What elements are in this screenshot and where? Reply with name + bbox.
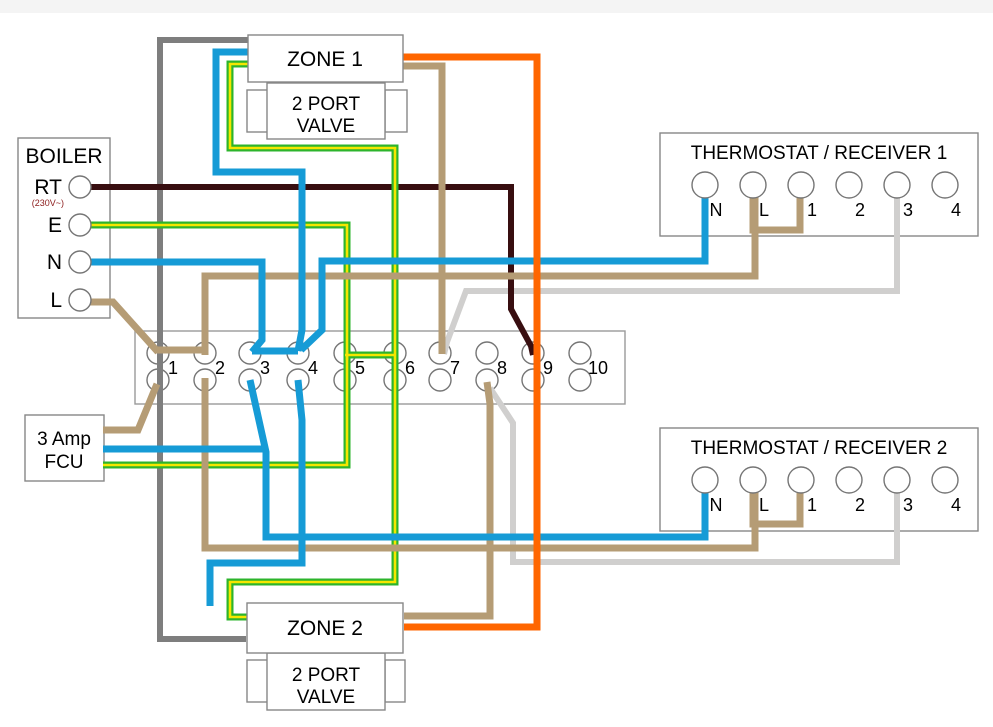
boiler-rt-voltage-note: (230V~)	[32, 198, 64, 208]
boiler-l-label: L	[50, 289, 62, 312]
terminal-label-7: 7	[450, 358, 460, 378]
wire-terminal2-to-receiver1-l	[201, 196, 759, 355]
terminal-label-10: 10	[588, 358, 608, 378]
terminal-label-4: 4	[308, 358, 318, 378]
wire-valve-orange-zone1-terminal9-zone2	[402, 53, 541, 631]
thermostat2-title: THERMOSTAT / RECEIVER 2	[691, 438, 948, 459]
terminal-label-8: 8	[497, 358, 507, 378]
valve2-right-tab	[384, 659, 406, 703]
wire-terminal3-to-receiver2-n	[246, 379, 709, 541]
thermostat2-label-3: 3	[903, 495, 913, 515]
zone2-group	[246, 602, 406, 711]
valve1-label-line2: VALVE	[297, 116, 355, 137]
terminal-label-6: 6	[405, 358, 415, 378]
thermostat1-terminals	[691, 171, 959, 199]
terminal-label-9: 9	[543, 358, 553, 378]
zone1-box	[247, 34, 404, 83]
thermostat2-label-4: 4	[951, 495, 961, 515]
wire-earth-core-1	[86, 223, 349, 360]
wire-earth-core-3	[228, 62, 397, 619]
wire-boiler-rt-to-terminal9	[86, 184, 536, 356]
zone2-box	[246, 602, 404, 654]
valve2-label-line1: 2 PORT	[292, 665, 361, 686]
wire-valve-grey-zone1-terminal1-zone2	[157, 37, 250, 642]
wire-valve1-n-to-terminal4	[212, 48, 306, 352]
valve2-left-tab	[246, 659, 269, 703]
boiler-rt-label: RT	[34, 176, 62, 199]
thermostat1-label-3: 3	[903, 200, 913, 220]
boiler-e-label: E	[48, 214, 62, 237]
fcu-label-line2: FCU	[44, 452, 83, 473]
thermostat2-terminals	[691, 466, 959, 494]
boiler-terminals	[68, 175, 92, 312]
thermostat1-label-1: 1	[807, 200, 817, 220]
thermostat2-label-l: L	[759, 495, 769, 515]
wire-valve1-brown-to-terminal7	[402, 62, 446, 354]
wires	[86, 37, 900, 642]
wire-terminal4-to-valve2-n	[206, 379, 306, 606]
wire-valve2-brown-to-terminal8	[404, 381, 494, 620]
wire-fcu-to-terminal1	[103, 382, 161, 434]
wire-boiler-n-to-terminal3	[86, 258, 266, 355]
valve1-label-line1: 2 PORT	[292, 94, 361, 115]
thermostat2-label-n: N	[710, 495, 723, 515]
wire-earth-core-4	[103, 350, 349, 467]
boiler-title: BOILER	[25, 145, 102, 168]
wire-receiver2-l-1-jumper	[749, 491, 804, 528]
valve1-left-tab	[246, 89, 269, 133]
boiler-terminal-n	[68, 250, 92, 274]
terminal-strip-box	[134, 330, 626, 405]
wire-receiver2-switch-to-terminal8	[487, 386, 900, 565]
boiler-terminal-rt	[68, 175, 92, 199]
thermostat1-label-l: L	[759, 200, 769, 220]
valve2-box	[266, 652, 386, 711]
thermostat2-label-1: 1	[807, 495, 817, 515]
boiler-n-label: N	[47, 251, 62, 274]
wire-terminal4-to-receiver1-n	[298, 196, 709, 353]
zone2-title: ZONE 2	[287, 617, 363, 640]
fcu-label-line1: 3 Amp	[37, 429, 91, 450]
valve1-right-tab	[384, 89, 408, 133]
wire-receiver1-l-1-jumper	[749, 196, 804, 234]
thermostat1-label-n: N	[710, 200, 723, 220]
valve1-box	[266, 82, 386, 140]
terminal-label-5: 5	[355, 358, 365, 378]
terminal-label-1: 1	[168, 358, 178, 378]
boiler-terminal-e	[68, 213, 92, 237]
wire-receiver1-switch-to-terminal7	[441, 196, 900, 355]
window-top-strip	[0, 0, 993, 13]
wire-boiler-l-to-terminal1	[86, 298, 161, 355]
labels: BOILER RT (230V~) E N L 3 Amp FCU 1 2 3 …	[25, 48, 961, 708]
terminal-label-3: 3	[260, 358, 270, 378]
zone1-group	[246, 34, 408, 140]
terminal-label-2: 2	[215, 358, 225, 378]
thermostat2-label-2: 2	[855, 495, 865, 515]
thermostat1-title: THERMOSTAT / RECEIVER 1	[691, 143, 948, 164]
boiler-terminal-l	[68, 288, 92, 312]
zone1-title: ZONE 1	[287, 48, 363, 71]
thermostat1-label-2: 2	[855, 200, 865, 220]
thermostat1-label-4: 4	[951, 200, 961, 220]
fcu-box	[24, 414, 105, 482]
valve2-label-line2: VALVE	[297, 687, 355, 708]
